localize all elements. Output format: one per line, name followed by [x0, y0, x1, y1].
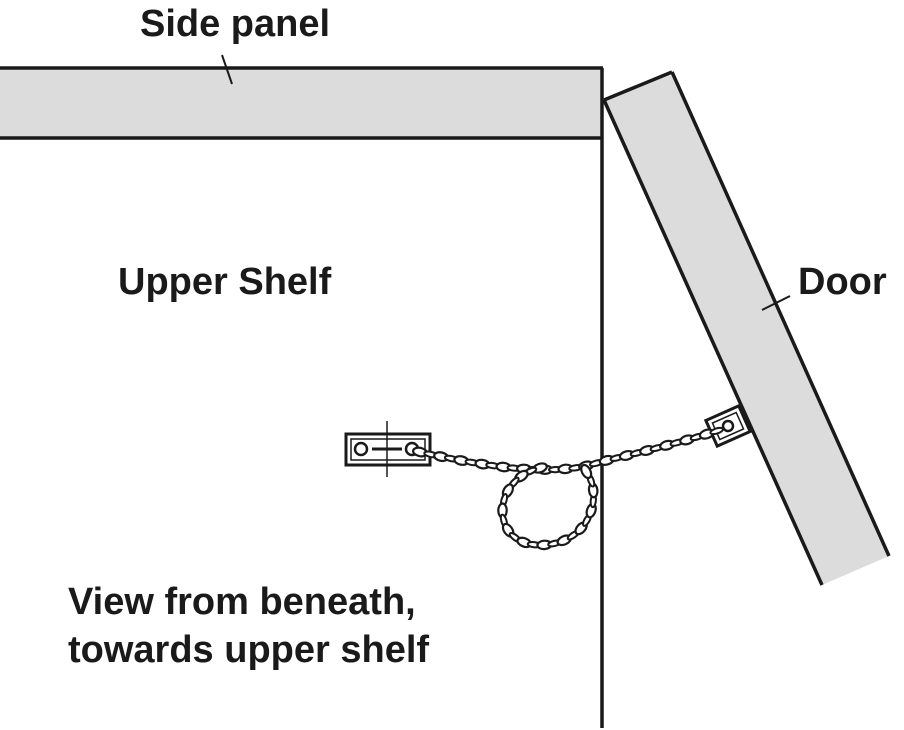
- chain-link: [580, 463, 593, 480]
- chain-link: [709, 426, 724, 436]
- door-panel: [604, 72, 889, 585]
- side-panel-label: Side panel: [140, 3, 331, 45]
- door-leader: [761, 295, 791, 311]
- door-label: Door: [798, 261, 887, 303]
- door-outer-edge: [670, 71, 891, 557]
- door-inner-edge: [602, 99, 824, 586]
- side-panel-leader: [221, 54, 233, 85]
- view-caption-line-1: View from beneath,: [68, 581, 416, 623]
- view-caption-line-2: towards upper shelf: [68, 629, 430, 671]
- side-panel: [0, 68, 602, 138]
- door-top-edge: [603, 70, 673, 102]
- chain: [412, 426, 724, 551]
- view-caption: View from beneath, towards upper shelf: [68, 578, 429, 674]
- upper-shelf-label: Upper Shelf: [118, 261, 332, 303]
